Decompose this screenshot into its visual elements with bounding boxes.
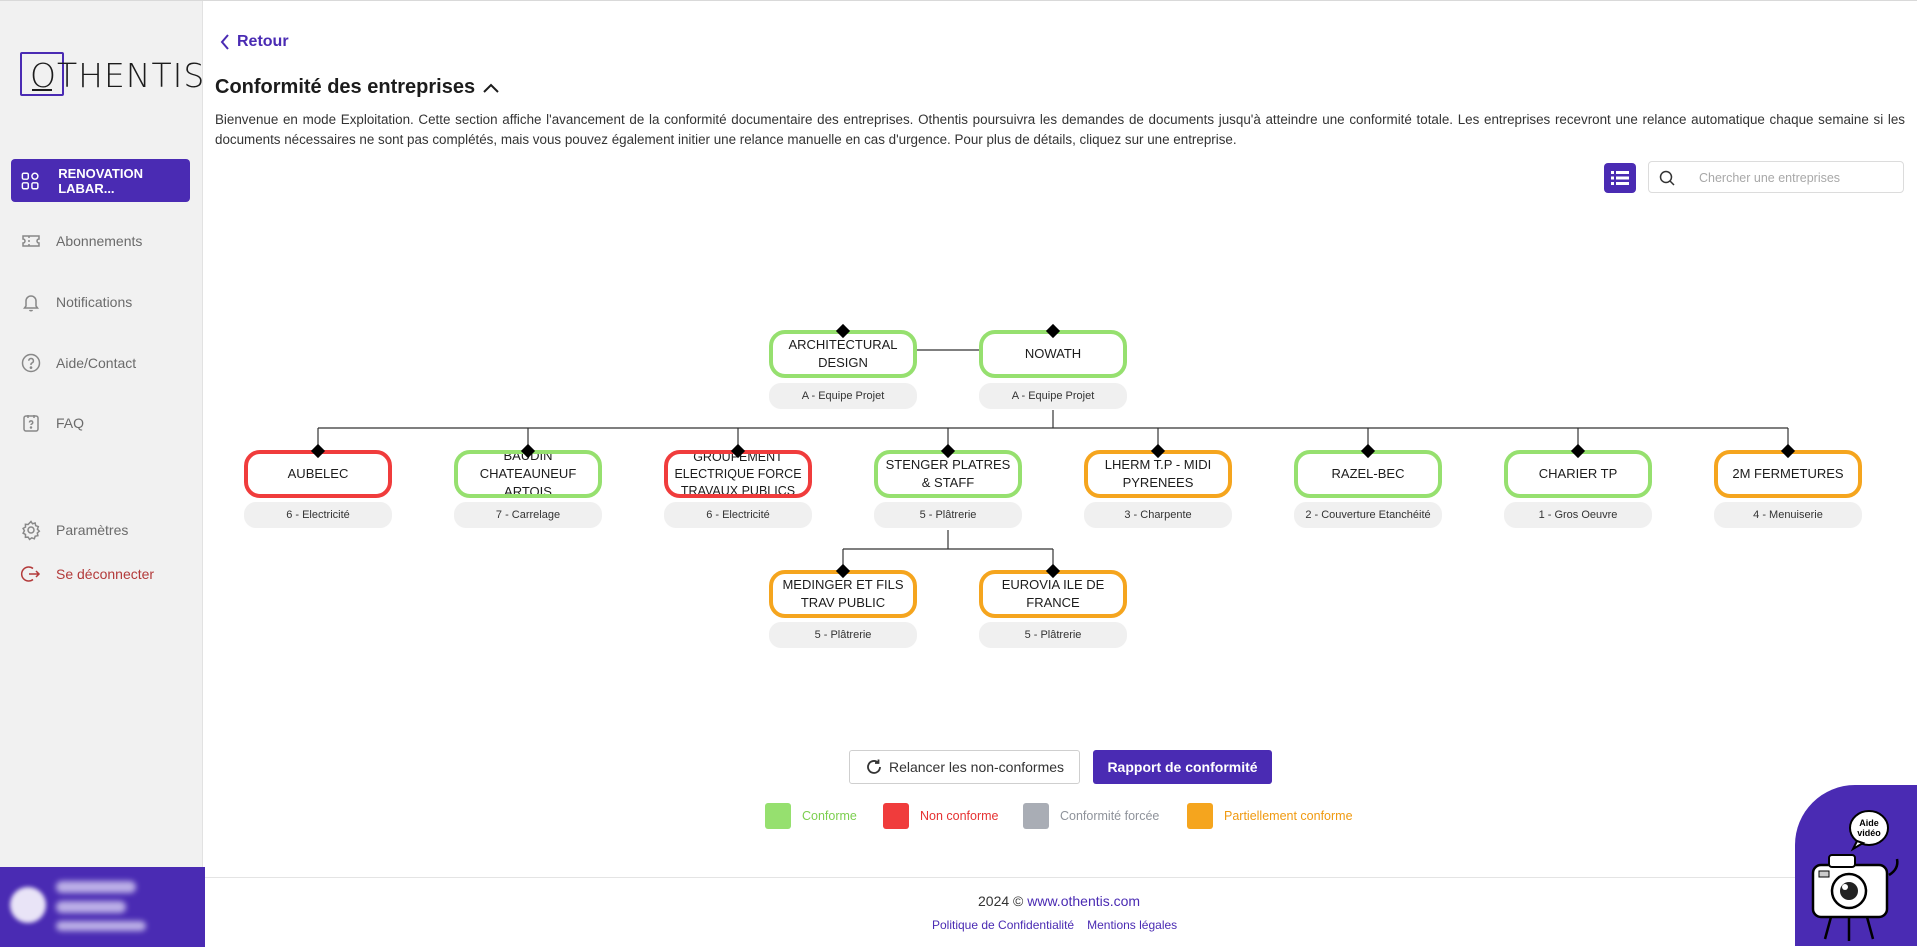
top-border xyxy=(0,0,1917,1)
legend-conformite-forcee: Conformité forcée xyxy=(1023,803,1159,829)
sidebar-item-faq[interactable]: FAQ xyxy=(20,410,84,436)
user-name-blurred xyxy=(56,881,136,893)
company-name: 2M FERMETURES xyxy=(1732,466,1844,481)
company-name: LHERM T.P - MIDI PYRENEES xyxy=(1104,457,1212,490)
legend-partiellement-conforme: Partiellement conforme xyxy=(1187,803,1353,829)
faq-icon xyxy=(23,415,39,432)
sidebar-item-label: Aide/Contact xyxy=(56,355,137,371)
company-role: 5 - Plâtrerie xyxy=(769,622,917,648)
sidebar-item-label: Abonnements xyxy=(56,233,143,249)
user-role-blurred xyxy=(56,921,146,931)
company-name: GROUPEMENT ELECTRIQUE FORCE TRAVAUX PUBL… xyxy=(674,454,802,498)
legend-label: Conforme xyxy=(802,809,857,823)
legend-swatch xyxy=(883,803,909,829)
list-icon xyxy=(1611,171,1629,185)
back-link[interactable]: Retour xyxy=(219,32,289,52)
sidebar-item-label: Notifications xyxy=(56,294,133,310)
page-description: Bienvenue en mode Exploitation. Cette se… xyxy=(215,112,1905,147)
company-name: BAUDIN CHATEAUNEUF ARTOIS xyxy=(479,454,577,498)
company-name: AUBELEC xyxy=(287,466,349,481)
logout-icon xyxy=(20,566,41,582)
company-role: A - Equipe Projet xyxy=(979,383,1127,409)
relance-label: Relancer les non-conformes xyxy=(888,759,1065,775)
rapport-conformite-button[interactable]: Rapport de conformité xyxy=(1093,750,1272,784)
grid-icon xyxy=(21,172,39,189)
company-role: 6 - Electricité xyxy=(244,502,392,528)
search-icon xyxy=(1659,170,1675,186)
logout-label: Se déconnecter xyxy=(56,566,155,582)
help-video-widget[interactable] xyxy=(1795,785,1917,946)
company-name: STENGER PLATRES & STAFF xyxy=(885,457,1011,490)
company-role: 3 - Charpente xyxy=(1084,502,1232,528)
user-surname-blurred xyxy=(56,901,126,913)
search-input[interactable] xyxy=(1699,168,1894,188)
legal-link[interactable]: Mentions légales xyxy=(1087,918,1178,932)
footer-divider xyxy=(205,877,1917,878)
legend-swatch xyxy=(1187,803,1213,829)
sidebar-item-parametres[interactable]: Paramètres xyxy=(20,517,128,543)
gear-icon xyxy=(22,520,41,541)
company-name: ARCHITECTURAL DESIGN xyxy=(788,337,898,370)
camera-mascot-icon xyxy=(1811,810,1899,941)
legend-conforme: Conforme xyxy=(765,803,857,829)
company-role: 5 - Plâtrerie xyxy=(979,622,1127,648)
sidebar-item-notifications[interactable]: Notifications xyxy=(20,289,132,315)
sidebar-item-label: Paramètres xyxy=(56,522,129,538)
company-role: 6 - Electricité xyxy=(664,502,812,528)
company-role: 7 - Carrelage xyxy=(454,502,602,528)
user-profile[interactable] xyxy=(0,867,205,947)
company-name: MEDINGER ET FILS TRAV PUBLIC xyxy=(782,577,904,610)
legend-swatch xyxy=(1023,803,1049,829)
sidebar: OTHENTIS RENOVATION LABAR... Abonnements… xyxy=(0,1,205,947)
privacy-link[interactable]: Politique de Confidentialité xyxy=(932,918,1075,932)
chevron-left-icon xyxy=(220,34,229,50)
legend-non-conforme: Non conforme xyxy=(883,803,999,829)
company-role: 5 - Plâtrerie xyxy=(874,502,1022,528)
logo-underline xyxy=(32,89,52,91)
bell-icon xyxy=(23,295,39,312)
company-role: A - Equipe Projet xyxy=(769,383,917,409)
logo-text: OTHENTIS xyxy=(30,56,206,95)
project-name: RENOVATION LABAR... xyxy=(58,165,143,196)
sidebar-item-abonnements[interactable]: Abonnements xyxy=(20,228,142,254)
othentis-logo[interactable]: OTHENTIS xyxy=(20,50,204,98)
logout-button[interactable]: Se déconnecter xyxy=(20,561,154,587)
legend-label: Partiellement conforme xyxy=(1224,809,1353,823)
relance-non-conformes-button[interactable]: Relancer les non-conformes xyxy=(849,750,1080,784)
company-name: NOWATH xyxy=(1024,346,1082,361)
back-label: Retour xyxy=(237,33,289,50)
site-link[interactable]: www.othentis.com xyxy=(1027,893,1141,909)
refresh-icon xyxy=(867,759,881,774)
company-name: EUROVIA ILE DE FRANCE xyxy=(1001,577,1105,610)
company-name: CHARIER TP xyxy=(1538,466,1618,481)
search-box xyxy=(1648,161,1904,193)
company-role: 2 - Couverture Etanchéité xyxy=(1294,502,1442,528)
legend-label: Conformité forcée xyxy=(1060,809,1160,823)
chevron-up-icon[interactable] xyxy=(481,81,501,95)
list-view-button[interactable] xyxy=(1604,163,1636,193)
company-role: 4 - Menuiserie xyxy=(1714,502,1862,528)
project-selector-button[interactable]: RENOVATION LABAR... xyxy=(11,159,190,202)
ticket-icon xyxy=(22,235,40,247)
page-title: Conformité des entreprises xyxy=(215,76,501,99)
sidebar-item-label: FAQ xyxy=(56,415,85,431)
copyright-text: 2024 © xyxy=(978,893,1024,909)
legend-swatch xyxy=(765,803,791,829)
footer-links: Politique de Confidentialité Mentions lé… xyxy=(932,918,1177,932)
company-node-charier-tp[interactable]: CHARIER TP xyxy=(1504,450,1652,498)
help-video-badge: Aide vidéo xyxy=(1857,818,1881,838)
company-role: 1 - Gros Oeuvre xyxy=(1504,502,1652,528)
avatar xyxy=(10,887,46,923)
sidebar-item-aide-contact[interactable]: Aide/Contact xyxy=(20,350,136,376)
question-icon xyxy=(21,353,41,373)
footer-copyright: 2024 © www.othentis.com xyxy=(978,893,1140,909)
page-title-text: Conformité des entreprises xyxy=(215,76,476,98)
logo-frame xyxy=(20,52,64,96)
company-name: RAZEL-BEC xyxy=(1331,466,1405,481)
legend-label: Non conforme xyxy=(920,809,999,823)
